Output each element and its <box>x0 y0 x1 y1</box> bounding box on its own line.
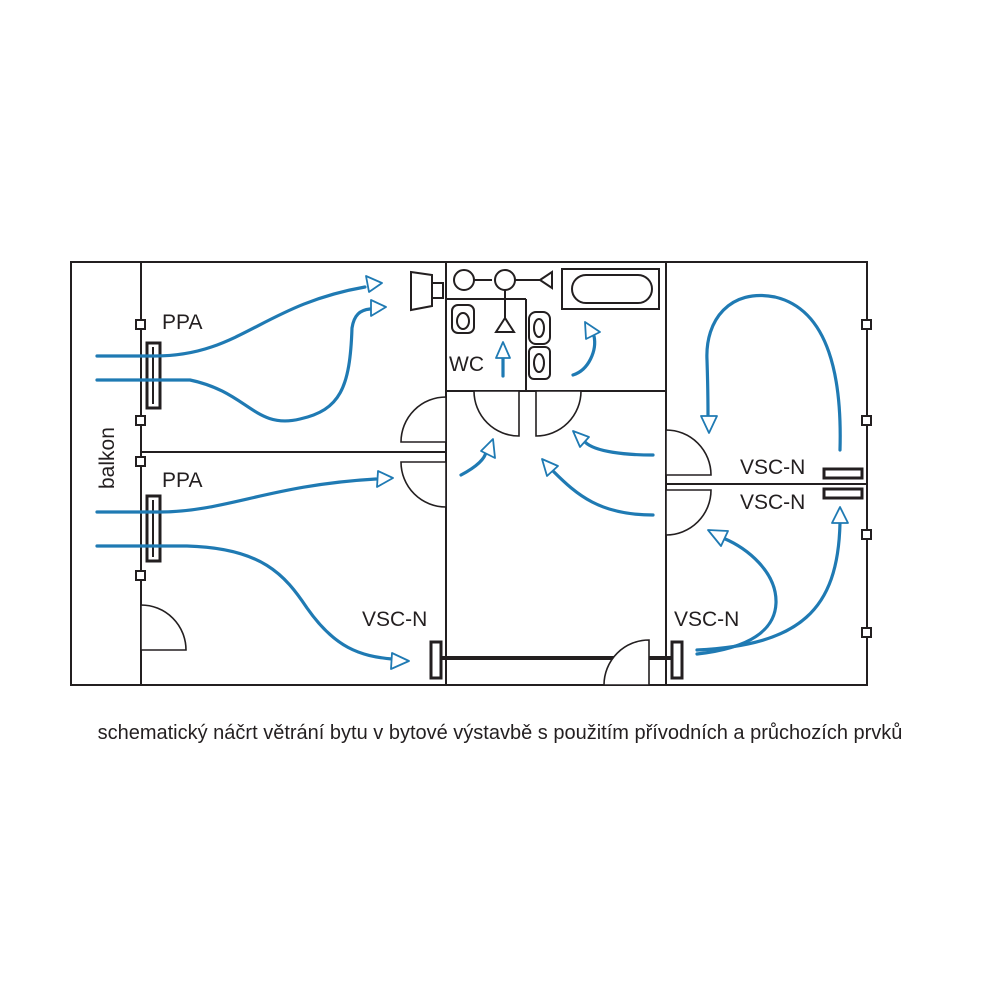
window-left-bottom <box>135 456 146 581</box>
airflow-corridor-to-bedroom <box>459 450 488 477</box>
door-bedroom-top <box>400 396 447 443</box>
ppa-label-bottom: PPA <box>162 469 202 492</box>
vsc-n-unit-right-bottom <box>670 640 684 680</box>
airflow-bathroom <box>571 334 597 377</box>
airflow-corridor-2 <box>551 469 655 517</box>
washbasin <box>528 346 551 380</box>
vsc-n-label-right-upper-1: VSC-N <box>740 456 805 479</box>
door-right-room-bottom <box>665 489 712 536</box>
vsc-n-units-right-upper <box>822 467 864 500</box>
outer-wall <box>70 261 868 686</box>
door-entrance <box>603 639 650 686</box>
toilet <box>451 304 475 334</box>
bathtub <box>561 268 660 310</box>
door-wc <box>473 390 520 437</box>
balcony-label: balkon <box>96 427 119 489</box>
bathroom-vent-fan-icon <box>494 269 553 333</box>
door-bathroom <box>535 390 582 437</box>
vsc-n-unit-left <box>429 640 443 680</box>
kitchen-hood <box>410 270 444 312</box>
window-right-top <box>861 319 872 426</box>
vsc-n-label-right-bottom: VSC-N <box>674 608 739 631</box>
airflow-top-2 <box>95 307 372 423</box>
vsc-n-label-right-upper-2: VSC-N <box>740 491 805 514</box>
airflow <box>95 275 849 670</box>
airflow-right-top <box>705 293 842 452</box>
airflow-bottom-1 <box>95 477 378 514</box>
airflow-top-1 <box>95 285 367 358</box>
ppa-vent-bottom <box>145 494 162 563</box>
window-left-top <box>135 319 146 426</box>
wc-label: WC <box>449 353 484 376</box>
airflow-right-bottom-1 <box>695 536 778 656</box>
door-right-room-top <box>665 429 712 476</box>
bidet <box>528 311 551 345</box>
window-right-bottom <box>861 529 872 638</box>
ppa-vent-top <box>145 341 162 410</box>
vsc-n-label-left: VSC-N <box>362 608 427 631</box>
airflow-right-bottom-2 <box>695 521 842 652</box>
door-bedroom-bottom <box>400 461 447 508</box>
airflow-bottom-2 <box>95 544 394 661</box>
door-balcony-room <box>140 604 187 651</box>
wc-vent-fan-icon <box>453 269 492 291</box>
ppa-label-top: PPA <box>162 311 202 334</box>
figure-caption: schematický náčrt větrání bytu v bytové … <box>97 722 903 744</box>
airflow-corridor-1 <box>583 440 655 457</box>
